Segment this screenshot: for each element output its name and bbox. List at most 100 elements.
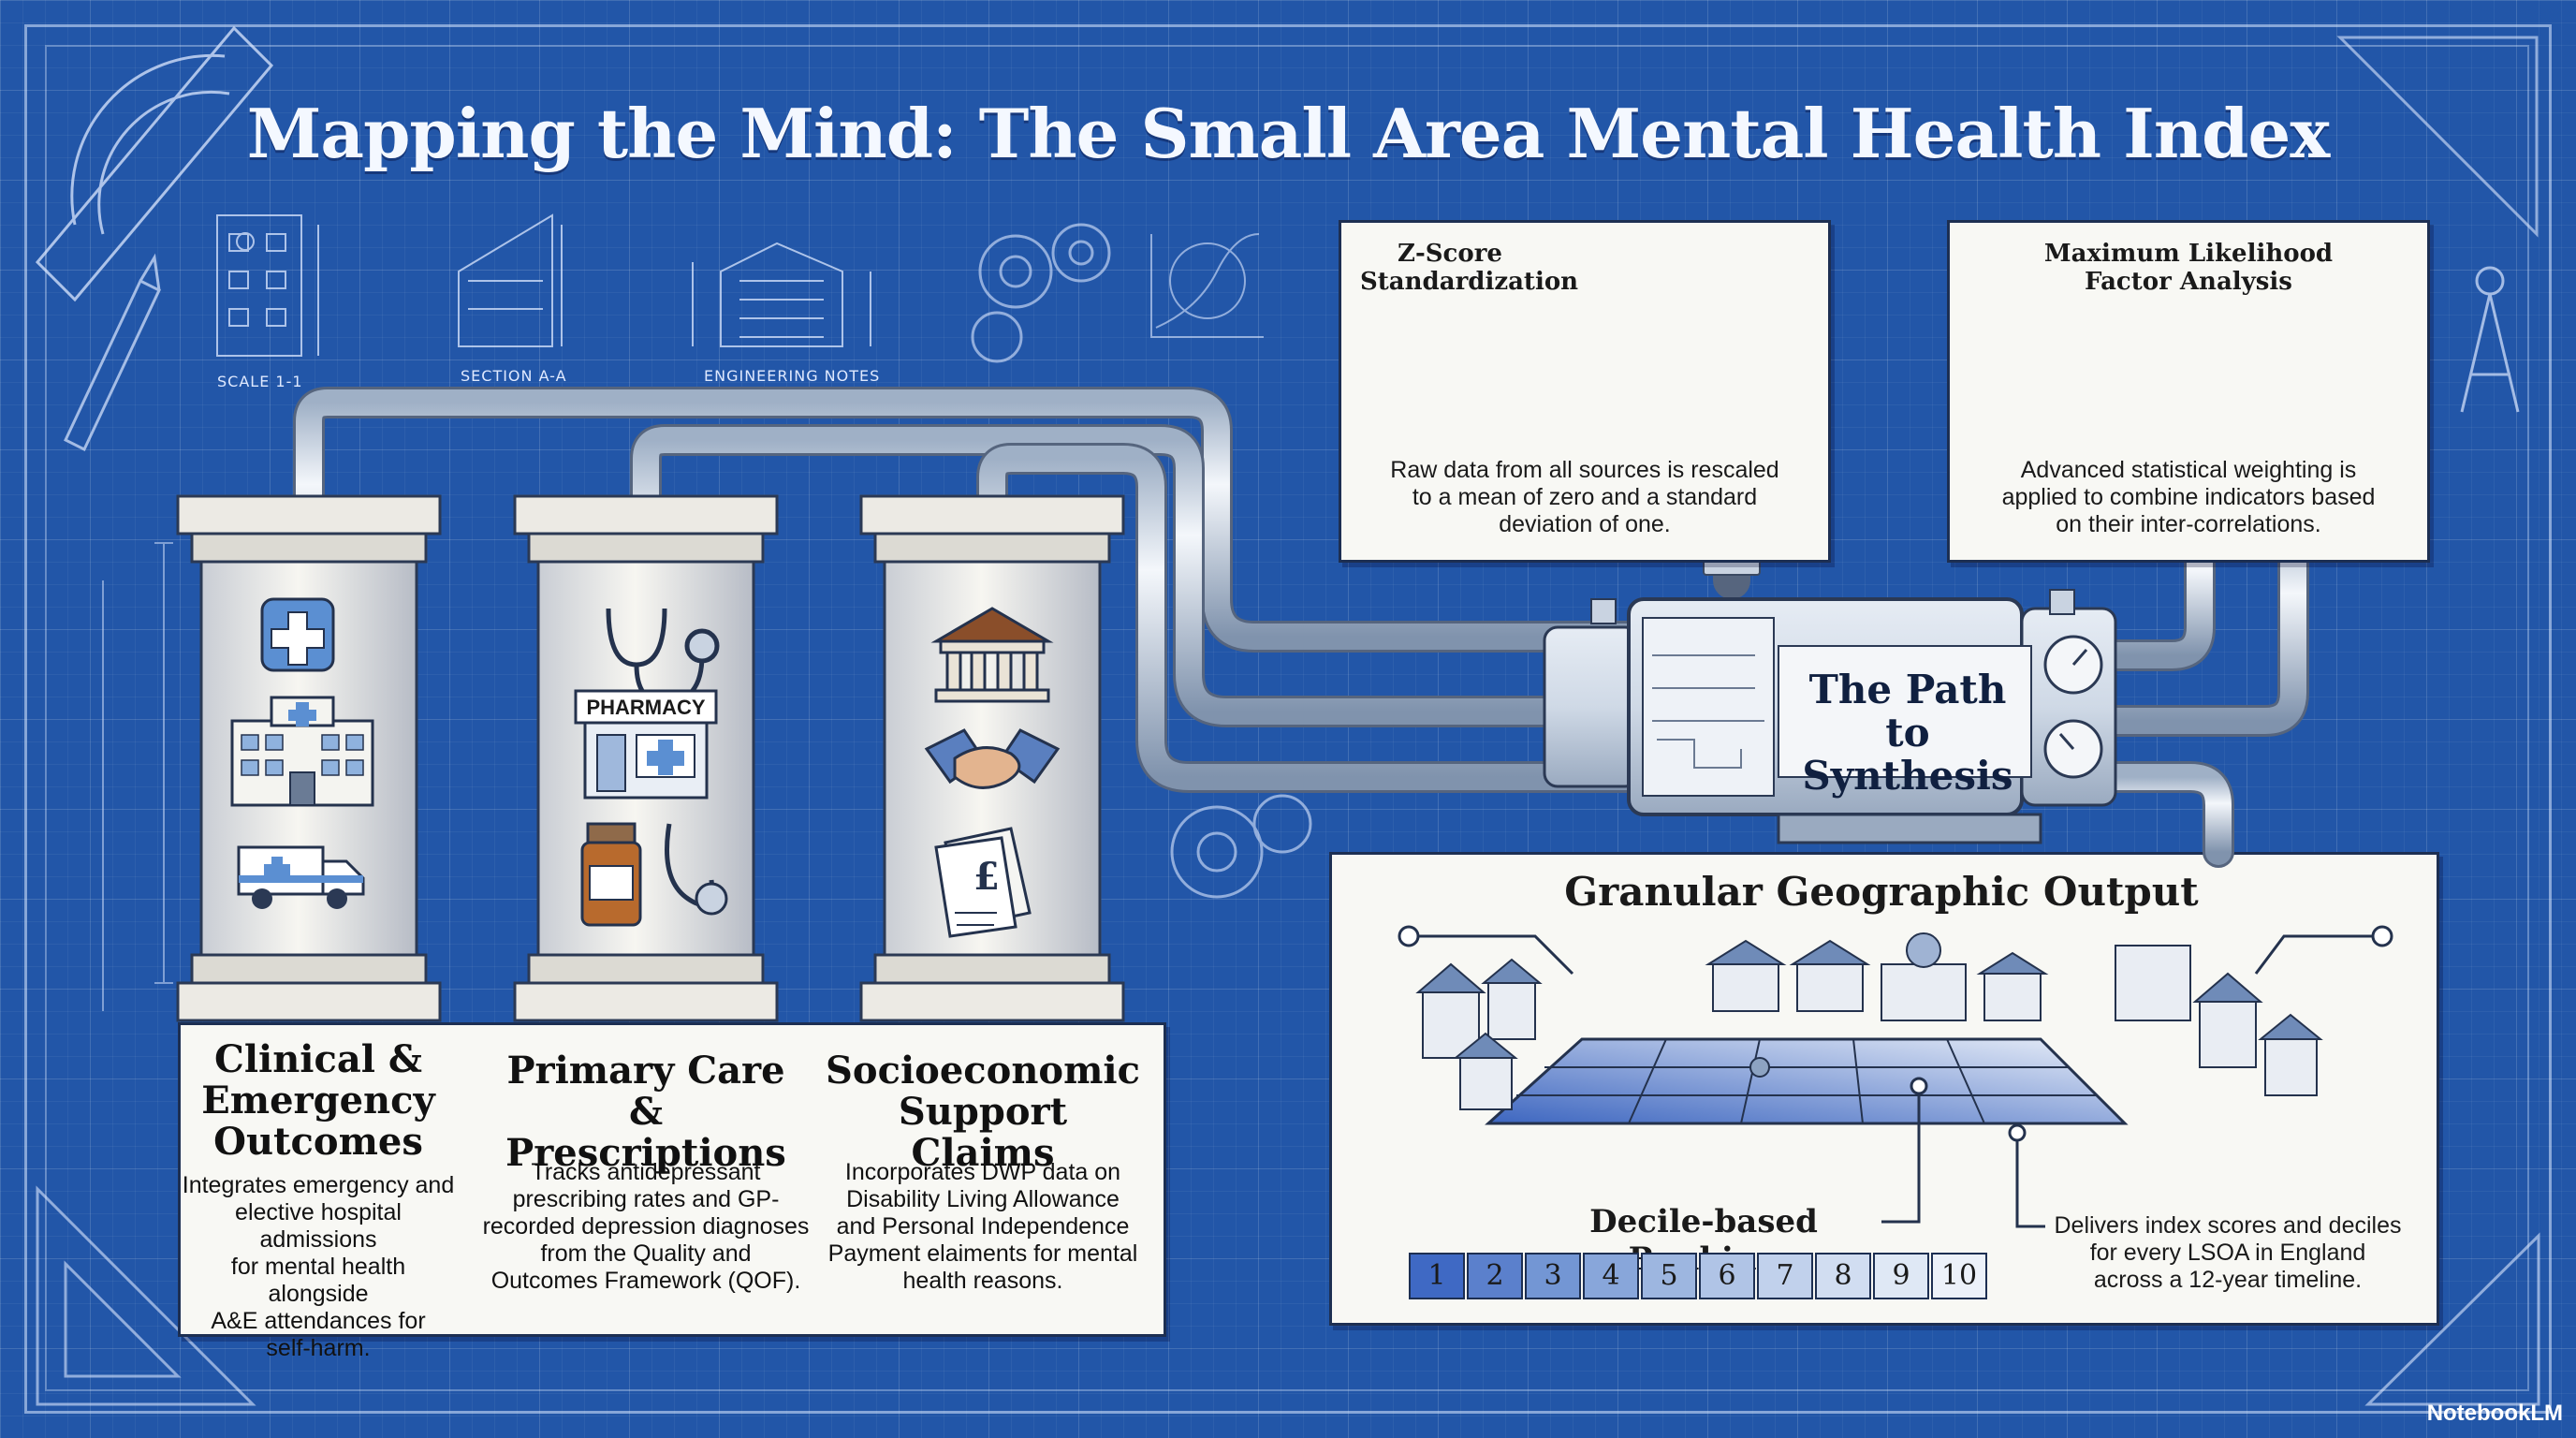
decile-cell: 7 xyxy=(1757,1253,1813,1299)
set-square-left-icon xyxy=(36,1185,256,1406)
primary-care-description-line: Outcomes Framework (QOF). xyxy=(490,1268,801,1294)
decile-cell: 8 xyxy=(1815,1253,1871,1299)
graph-sketch xyxy=(1150,233,1264,338)
set-square-right-icon xyxy=(2336,36,2540,1406)
data-pipes xyxy=(293,387,2309,868)
protractor-icon xyxy=(35,25,274,302)
factor-description-line: Advanced statistical weighting is xyxy=(2020,457,2357,483)
scale-label: SCALE 1-1 xyxy=(217,373,303,390)
decile-cell: 1 xyxy=(1409,1253,1465,1299)
pencil-icon xyxy=(64,253,161,452)
decile-cell: 9 xyxy=(1873,1253,1929,1299)
socioeconomic-description-line: and Personal Independence xyxy=(836,1213,1130,1240)
primary-care-description-line: prescribing rates and GP- xyxy=(512,1186,780,1212)
svg-text:£: £ xyxy=(973,855,1000,899)
factor-title: Maximum Likelihood Factor Analysis xyxy=(1950,240,2427,296)
machine-label-line: Synthesis xyxy=(1802,753,2013,799)
dimension-lines xyxy=(102,542,173,1011)
brand-label: NotebookLM xyxy=(2426,1401,2563,1426)
decile-cell: 10 xyxy=(1931,1253,1987,1299)
decile-cell: 6 xyxy=(1699,1253,1755,1299)
pharmacy-sign: PHARMACY xyxy=(586,696,705,719)
synthesis-machine xyxy=(1543,589,2117,844)
socioeconomic-description-line: Incorporates DWP data on xyxy=(844,1159,1121,1185)
clinical-description-line: A&E attendances for xyxy=(211,1308,426,1334)
output-note-line: for every LSOA in England xyxy=(2089,1240,2366,1266)
page-title: Mapping the Mind: The Small Area Mental … xyxy=(246,94,2331,173)
map-grid xyxy=(1485,1037,2129,1125)
primary-care-description: Tracks antidepressant prescribing rates … xyxy=(477,1159,814,1295)
zscore-description-line: to a mean of zero and a standard xyxy=(1412,484,1758,510)
output-title: Granular Geographic Output xyxy=(1564,869,2199,915)
house-sketch xyxy=(692,242,871,347)
factor-description: Advanced statistical weighting is applie… xyxy=(1959,457,2418,538)
primary-care-title: Primary Care & Prescriptions xyxy=(487,1050,805,1174)
factor-description-line: on their inter-correlations. xyxy=(2056,511,2321,537)
primary-care-description-line: from the Quality and xyxy=(540,1240,752,1267)
clinical-title: Clinical & Emergency Outcomes xyxy=(178,1039,459,1163)
primary-care-title-line: & Prescriptions xyxy=(505,1090,786,1175)
decile-cell: 4 xyxy=(1583,1253,1639,1299)
machine-label: The Path to Synthesis xyxy=(1786,668,2029,798)
town-buildings xyxy=(1415,932,2323,1110)
socioeconomic-title-line: Support Claims xyxy=(898,1090,1068,1175)
building-sketch xyxy=(216,214,319,357)
zscore-title: Z-Score Standardization xyxy=(1360,240,1579,296)
clinical-title-line: Outcomes xyxy=(213,1120,423,1164)
primary-care-title-line: Primary Care xyxy=(506,1049,785,1093)
inner-frame xyxy=(45,45,2529,1391)
socioeconomic-description-line: health reasons. xyxy=(902,1268,1063,1294)
zscore-card: Z-Score Standardization Raw data from al… xyxy=(1339,220,1831,563)
factor-description-line: applied to combine indicators based xyxy=(2001,484,2376,510)
pharmacy-icon xyxy=(574,689,718,800)
factor-title-line: Factor Analysis xyxy=(2085,268,2292,296)
notes-label: ENGINEERING NOTES xyxy=(704,367,881,385)
decile-cell: 5 xyxy=(1641,1253,1697,1299)
machine-label-line: The Path to xyxy=(1808,667,2007,756)
clinical-description-line: for mental health alongside xyxy=(230,1254,406,1307)
clinical-description: Integrates emergency and elective hospit… xyxy=(178,1172,459,1362)
zscore-description-line: deviation of one. xyxy=(1499,511,1671,537)
clinical-title-line: Emergency xyxy=(201,1078,435,1123)
clinical-description-line: elective hospital admissions xyxy=(235,1199,402,1253)
clinical-title-line: Clinical & xyxy=(213,1037,422,1081)
zscore-description: Raw data from all sources is rescaled to… xyxy=(1351,457,1819,538)
section-sketch xyxy=(458,213,563,347)
pound-document-icon: £ xyxy=(934,827,1032,938)
compass-icon xyxy=(2460,266,2520,413)
decile-cell: 3 xyxy=(1525,1253,1581,1299)
gears-sketch xyxy=(971,223,1312,899)
socioeconomic-description-line: Payment elaiments for mental xyxy=(827,1240,1138,1267)
callout-lines xyxy=(1398,925,2393,1228)
factor-analysis-card: Maximum Likelihood Factor Analysis Advan… xyxy=(1947,220,2430,563)
primary-care-description-line: Tracks antidepressant xyxy=(531,1159,761,1185)
decile-cell: 2 xyxy=(1467,1253,1523,1299)
medicine-bottle-icon xyxy=(580,822,728,927)
zscore-title-line: Standardization xyxy=(1360,268,1579,296)
medical-cross-icon xyxy=(260,597,335,672)
output-note: Delivers index scores and deciles for ev… xyxy=(2041,1212,2415,1294)
factor-title-line: Maximum Likelihood xyxy=(2043,240,2334,268)
socioeconomic-description-line: Disability Living Allowance xyxy=(846,1186,1120,1212)
zscore-description-line: Raw data from all sources is rescaled xyxy=(1390,457,1779,483)
primary-care-description-line: recorded depression diagnoses xyxy=(482,1213,810,1240)
output-note-line: Delivers index scores and deciles xyxy=(2054,1212,2402,1239)
socioeconomic-title-line: Socioeconomic xyxy=(826,1049,1140,1093)
section-label: SECTION A-A xyxy=(461,367,567,385)
clinical-description-line: self-harm. xyxy=(266,1335,371,1361)
outer-frame xyxy=(24,24,2552,1414)
hospital-icon xyxy=(230,696,374,807)
ambulance-icon xyxy=(237,845,365,909)
socioeconomic-title: Socioeconomic Support Claims xyxy=(824,1050,1142,1174)
pillars-text-card xyxy=(178,1022,1166,1337)
government-building-icon xyxy=(930,607,1054,703)
clinical-description-line: Integrates emergency and xyxy=(182,1172,455,1198)
pillar-socioeconomic xyxy=(859,494,1125,1022)
socioeconomic-description: Incorporates DWP data on Disability Livi… xyxy=(824,1159,1142,1295)
output-note-line: across a 12-year timeline. xyxy=(2093,1267,2363,1293)
handshake-icon xyxy=(924,728,1061,789)
zscore-title-line: Z-Score xyxy=(1398,240,1502,268)
